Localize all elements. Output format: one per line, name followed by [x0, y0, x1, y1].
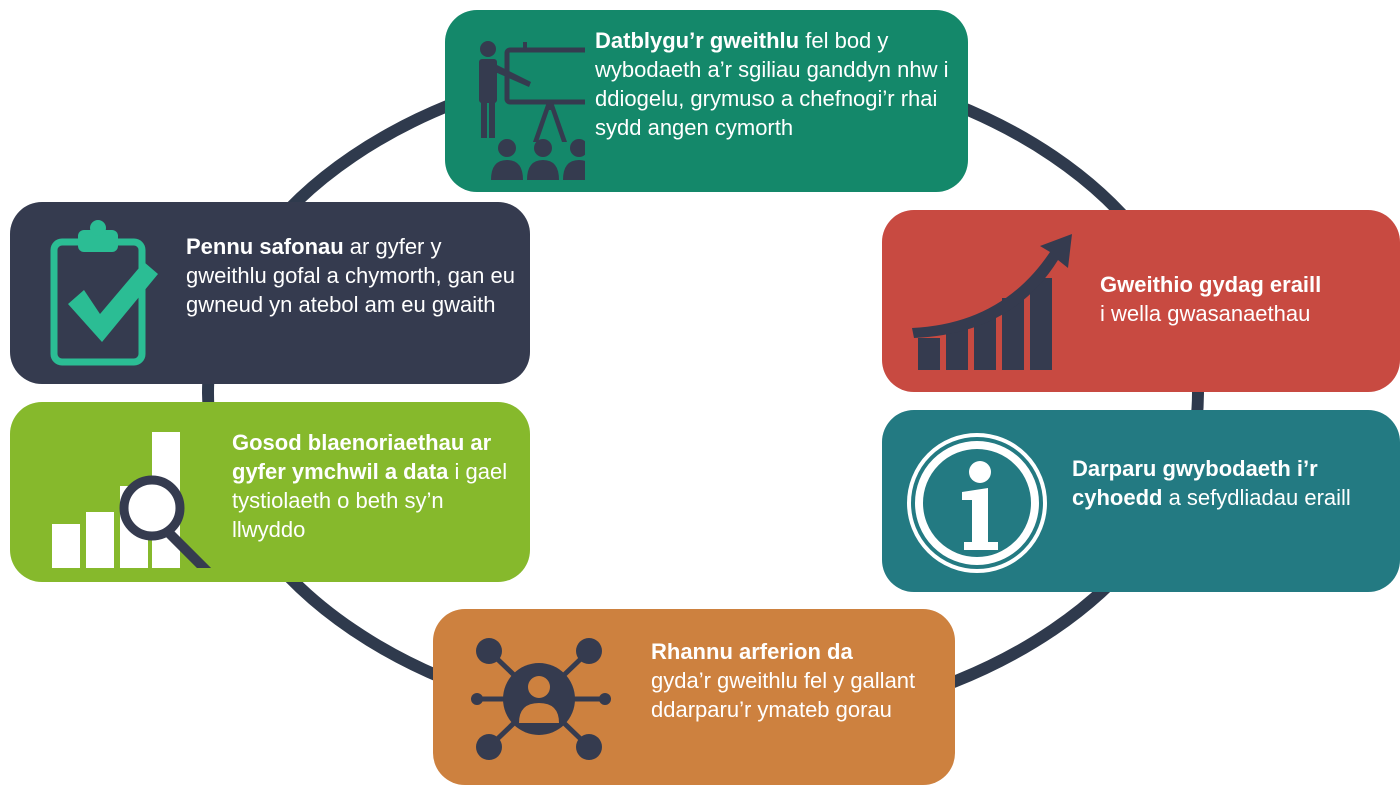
- card-work-with-others: Gweithio gydag eraill i wella gwasanaetha…: [882, 210, 1400, 392]
- card-set-standards: Pennu safonau ar gyfer y gweithlu gofal …: [10, 202, 530, 384]
- network-person-icon: [471, 629, 621, 774]
- card-rest-text: a sefydliadau eraill: [1162, 485, 1351, 510]
- card-rest-text: gyda’r gweithlu fel y gallant ddarparu’r…: [651, 668, 916, 722]
- card-research-priorities: Gosod blaenoriaethau ar gyfer ymchwil a …: [10, 402, 530, 583]
- card-text: Darparu gwybodaeth i’r cyhoedd a sefydli…: [1072, 454, 1392, 512]
- card-text: Datblygu’r gweithlu fel bod y wybodaeth …: [595, 26, 955, 142]
- card-bold-text: Gosod blaenoriaethau ar gyfer ymchwil a …: [232, 430, 492, 484]
- growth-chart-arrow-icon: [912, 230, 1082, 375]
- card-text: Rhannu arferion da gyda’r gweithlu fel y …: [651, 637, 941, 724]
- bar-chart-magnifier-icon: [48, 428, 228, 583]
- card-public-information: Darparu gwybodaeth i’r cyhoedd a sefydli…: [882, 410, 1400, 592]
- card-bold-text: Rhannu arferion da: [651, 639, 853, 664]
- clipboard-check-icon: [40, 216, 160, 371]
- card-rest-text: ar gyfer y gweithlu gofal a chymorth, ga…: [186, 234, 515, 317]
- card-rest-text: i gael tystiolaeth o beth sy’n llwyddo: [232, 459, 508, 542]
- card-rest-text: fel bod y wybodaeth a’r sgiliau ganddyn …: [595, 28, 949, 140]
- card-text: Gweithio gydag eraill i wella gwasanaetha…: [1100, 270, 1390, 328]
- card-develop-workforce: Datblygu’r gweithlu fel bod y wybodaeth …: [445, 10, 968, 192]
- card-text: Pennu safonau ar gyfer y gweithlu gofal …: [186, 232, 526, 319]
- card-bold-text: Gweithio gydag eraill: [1100, 272, 1322, 297]
- card-share-good-practice: Rhannu arferion da gyda’r gweithlu fel y …: [433, 609, 955, 785]
- presentation-audience-icon: [465, 30, 602, 185]
- card-rest-text: i wella gwasanaethau: [1100, 301, 1311, 326]
- card-bold-text: Datblygu’r gweithlu: [595, 28, 800, 53]
- information-icon: [902, 428, 1052, 583]
- card-text: Gosod blaenoriaethau ar gyfer ymchwil a …: [232, 428, 522, 544]
- card-bold-text: Pennu safonau: [186, 234, 344, 259]
- card-bold-text: Darparu gwybodaeth i’r cyhoedd: [1072, 456, 1318, 510]
